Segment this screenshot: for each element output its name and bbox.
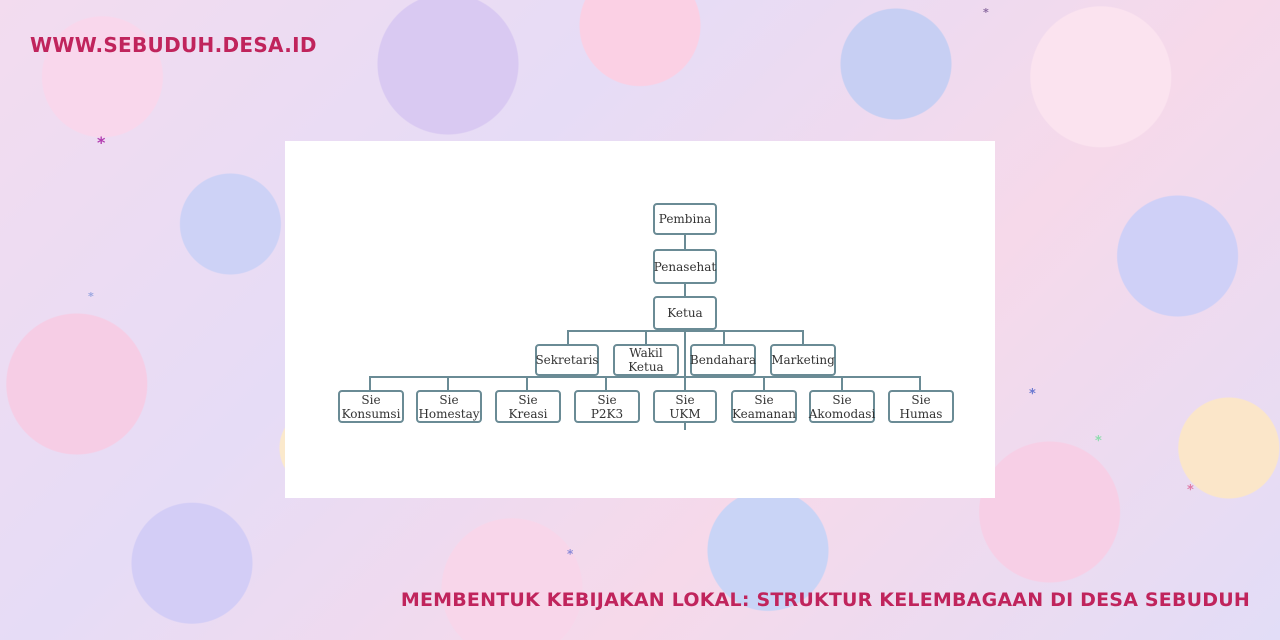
sparkle-icon: * — [1029, 387, 1036, 402]
node-sie-p2k3: Sie P2K3 — [574, 390, 640, 423]
node-label-line1: Sie — [439, 392, 459, 407]
node-label-line2: Konsumsi — [341, 406, 401, 421]
node-sie-keamanan: Sie Keamanan — [731, 390, 797, 423]
node-label-line2: Keamanan — [731, 406, 797, 421]
node-sie-akomodasi: Sie Akomodasi — [809, 390, 875, 423]
node-penasehat: Penasehat — [653, 249, 717, 284]
node-label-line1: Sie — [754, 392, 774, 407]
node-sekretaris: Sekretaris — [535, 344, 599, 376]
node-sie-homestay: Sie Homestay — [416, 390, 482, 423]
node-label-line1: Sie — [597, 392, 617, 407]
sparkle-icon: * — [88, 290, 94, 303]
node-sie-ukm: Sie UKM — [653, 390, 717, 423]
node-marketing: Marketing — [770, 344, 836, 376]
node-label-line2: UKM — [669, 406, 701, 421]
node-label-line2: Homestay — [418, 406, 480, 421]
node-label-line2: Kreasi — [508, 406, 548, 421]
node-label-line1: Sie — [832, 392, 852, 407]
sparkle-icon: * — [1187, 483, 1194, 498]
sparkle-icon: * — [97, 133, 106, 152]
node-label-line1: Sie — [675, 392, 695, 407]
node-ketua: Ketua — [653, 296, 717, 330]
org-chart-panel: Pembina Penasehat Ketua Sekretaris Wakil… — [285, 141, 995, 498]
node-label: Sie Humas — [899, 392, 943, 421]
node-pembina: Pembina — [653, 203, 717, 235]
article-title[interactable]: MEMBENTUK KEBIJAKAN LOKAL: STRUKTUR KELE… — [400, 589, 1250, 611]
node-bendahara: Bendahara — [690, 344, 756, 376]
site-brand[interactable]: WWW.SEBUDUH.DESA.ID — [30, 33, 317, 57]
sparkle-icon: * — [1095, 434, 1102, 449]
sparkle-icon: * — [983, 6, 989, 19]
node-label-line2: Akomodasi — [808, 406, 876, 421]
node-label-line1: Sie — [518, 392, 538, 407]
node-sie-kreasi: Sie Kreasi — [495, 390, 561, 423]
node-sie-humas: Sie Humas — [888, 390, 954, 423]
sparkle-icon: * — [567, 547, 574, 561]
node-label-line2: P2K3 — [590, 406, 624, 421]
node-label-line1: Sie — [361, 392, 381, 407]
node-wakil-ketua: Wakil Ketua — [613, 344, 679, 376]
node-sie-konsumsi: Sie Konsumsi — [338, 390, 404, 423]
